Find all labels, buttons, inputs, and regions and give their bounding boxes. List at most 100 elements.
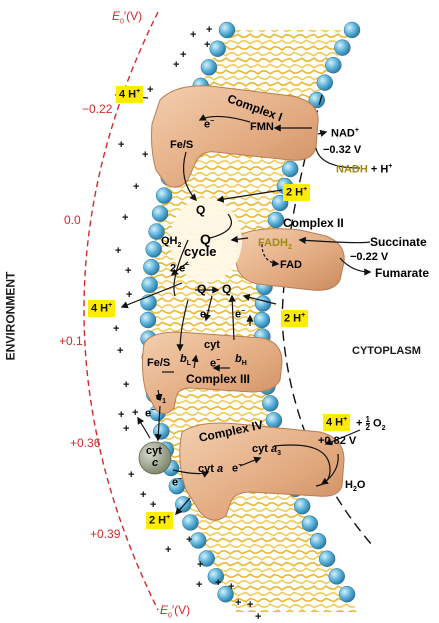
lipid-head <box>198 550 215 567</box>
plus-sign: + <box>118 409 125 421</box>
fes-1-label: Fe/S <box>170 139 194 151</box>
lipid-tail <box>148 69 358 75</box>
nad-label: NAD+ <box>331 127 359 140</box>
cyt-c-letter: c <box>152 457 159 469</box>
lipid-tail <box>148 555 358 561</box>
plus-sign: + <box>123 423 130 435</box>
two-e-label: 2 e− <box>170 262 190 275</box>
lipid-head <box>267 211 285 229</box>
complex-ii-label: Complex II <box>283 216 344 230</box>
lipid-tail <box>148 537 358 543</box>
q-cycle-disc <box>170 198 242 282</box>
plus-sign: + <box>150 499 157 511</box>
electron-q2: e− <box>235 308 246 321</box>
plus-sign: + <box>118 139 125 151</box>
plus-sign: + <box>235 597 242 609</box>
plus-sign: + <box>147 84 154 96</box>
plus-sign: + <box>142 149 149 161</box>
q-right-label: Q <box>222 282 232 296</box>
lipid-tail <box>148 561 358 567</box>
complex-iv-shape <box>179 422 345 521</box>
lipid-head <box>334 39 351 56</box>
lipid-head <box>145 241 162 258</box>
proton-box-4h-left: 4 H+ <box>88 300 116 317</box>
electron-c3: e− <box>210 357 221 370</box>
h2o-label: H2O <box>345 479 366 494</box>
proton-box-2h-c3: 2 H+ <box>281 310 309 327</box>
lipid-head <box>262 395 279 412</box>
lipid-head <box>281 160 299 178</box>
o2-label: + 1 2 O2 <box>356 415 386 433</box>
lipid-head <box>338 585 356 603</box>
lipid-tail <box>148 495 358 501</box>
plus-sign: + <box>196 579 203 591</box>
plus-sign: + <box>215 577 222 589</box>
potential-tick-3: +0.1 <box>59 334 83 348</box>
q-left-label: Q <box>197 282 207 296</box>
lipid-head <box>218 21 236 39</box>
lipid-tail <box>148 57 358 63</box>
plus-sign: + <box>126 289 133 301</box>
potential-bottom-label: E0′(V) <box>160 603 191 620</box>
plus-sign: + <box>113 323 120 335</box>
lipid-head <box>141 276 158 294</box>
plus-sign: + <box>186 534 193 546</box>
electron-c4: e− <box>232 462 243 475</box>
proton-box-2h-bottom: 2 H+ <box>146 512 174 529</box>
lipid-head <box>293 497 311 515</box>
plus-sign: + <box>190 29 197 41</box>
lipid-head <box>343 21 361 39</box>
complex-iii-label: Complex III <box>186 372 251 386</box>
proton-box-4h-top: 4 H+ <box>116 86 144 103</box>
plus-sign: + <box>128 469 135 481</box>
plus-sign: + <box>123 379 130 391</box>
plus-sign: + <box>122 212 129 224</box>
lipid-head <box>151 205 169 222</box>
bh-label: bH <box>235 353 247 368</box>
plus-sign: + <box>132 407 139 419</box>
plus-sign: + <box>117 345 124 357</box>
potential-tick-1: −0.22 <box>82 102 113 116</box>
fes-3-label: Fe/S <box>147 357 171 369</box>
plus-sign: + <box>125 265 132 277</box>
plus-sign: + <box>197 559 204 571</box>
lipid-head <box>182 514 199 531</box>
lipid-head <box>190 532 207 549</box>
lipid-head <box>318 550 336 567</box>
electron-q1: e− <box>200 308 211 321</box>
cyt-a3-label: cyt a3 <box>252 443 281 458</box>
plus-sign: + <box>247 599 254 611</box>
plus-sign: + <box>115 245 122 257</box>
plus-sign: + <box>204 39 211 51</box>
lipid-head <box>253 311 271 329</box>
lipid-tail <box>148 291 358 297</box>
lipid-head <box>209 40 226 57</box>
lipid-head <box>155 187 173 204</box>
bl-label: bL <box>180 353 192 368</box>
lipid-head <box>328 568 345 585</box>
lipid-head <box>200 59 218 76</box>
lipid-head <box>148 223 165 240</box>
succinate-potential: −0.22 V <box>350 251 389 263</box>
lipid-head <box>325 56 342 74</box>
lipid-head <box>153 423 170 440</box>
lipid-tail <box>148 33 358 39</box>
cyt-a-label: cyt a <box>198 463 224 475</box>
cyt-b-label: cyt <box>204 339 220 351</box>
cytoplasm-label: CYTOPLASM <box>352 345 421 357</box>
c1-label: c1 <box>156 391 167 406</box>
lipid-head <box>143 258 160 276</box>
potential-tick-2: 0.0 <box>64 213 81 227</box>
lipid-tail <box>148 309 358 315</box>
electron-c1: e− <box>204 118 215 131</box>
fad-label: FAD <box>280 259 302 271</box>
lipid-tail <box>148 321 358 327</box>
lipid-head <box>139 311 157 329</box>
plus-sign: + <box>165 544 172 556</box>
lipid-tail <box>148 609 358 612</box>
qh2-label: QH2 <box>161 235 182 250</box>
q-cycle-word: cycle <box>184 244 217 259</box>
electron-c3-down: e− <box>145 407 156 420</box>
lipid-tail <box>148 327 358 333</box>
